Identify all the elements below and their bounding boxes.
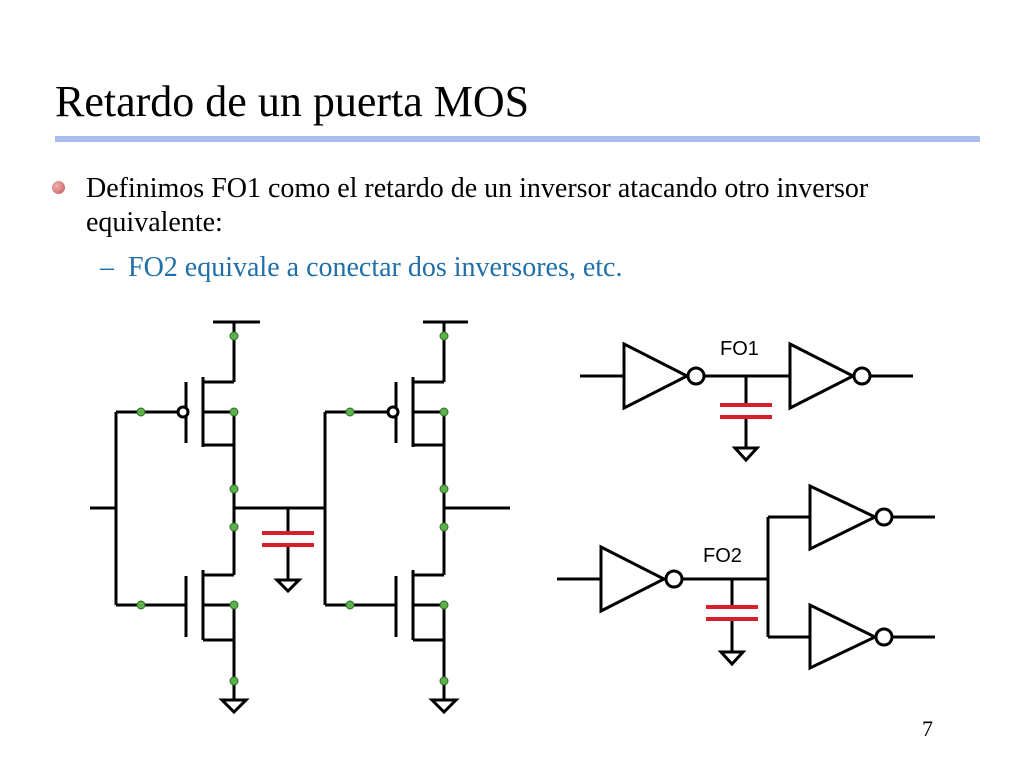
title-divider <box>55 136 980 142</box>
fo2-label: FO2 <box>703 545 742 567</box>
cmos-inverter-1 <box>90 320 325 715</box>
bullet-dot-icon <box>52 181 65 194</box>
cmos-inverter-2 <box>323 320 510 715</box>
slide-title: Retardo de un puerta MOS <box>55 77 530 126</box>
bullet-text: Definimos FO1 como el retardo de un inve… <box>86 173 869 238</box>
fo2-schematic <box>557 483 935 671</box>
page-number: 7 <box>922 716 933 741</box>
sub-bullet-dash: – <box>100 252 114 283</box>
circuit-node-dots <box>136 331 449 686</box>
load-capacitor-cmos <box>262 508 314 594</box>
fo1-label: FO1 <box>720 338 759 360</box>
sub-bullet-text: FO2 equivale a conectar dos inversores, … <box>128 252 623 283</box>
cmos-inverter-pair <box>90 320 510 715</box>
fo1-schematic <box>580 341 913 463</box>
